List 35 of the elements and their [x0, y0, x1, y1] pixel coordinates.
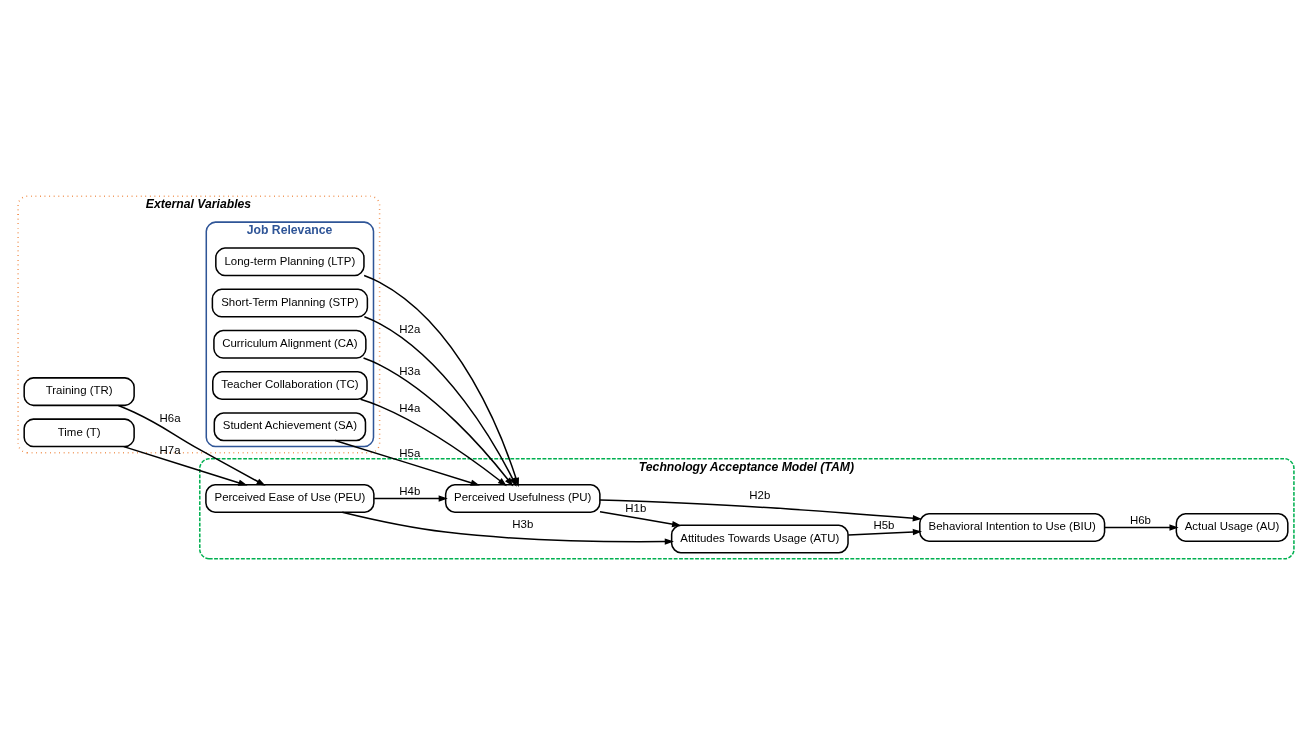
edge-label: H2b: [749, 488, 771, 501]
edge-label: H1b: [625, 501, 647, 514]
arrow: [362, 356, 514, 486]
edge-label: H3b: [512, 517, 534, 530]
edge-label: H5a: [399, 446, 421, 459]
node-box: Attitudes Towards Usage (ATU): [670, 523, 849, 553]
arrow: [341, 511, 674, 545]
node-box: Training (TR): [23, 376, 135, 406]
arrow: [373, 494, 448, 502]
edge-label: H7a: [159, 443, 181, 456]
node-box: Teacher Collaboration (TC): [212, 370, 368, 400]
arrow: [599, 498, 922, 521]
arrow: [1103, 523, 1179, 531]
edge-label: H5b: [873, 518, 895, 531]
arrow: [117, 404, 266, 486]
node-box: Time (T): [23, 417, 135, 447]
edge-label: H4b: [399, 484, 421, 497]
node-box: Perceived Usefulness (PU): [444, 483, 601, 513]
arrow: [599, 510, 682, 527]
edge-label: H2a: [399, 322, 421, 335]
arrow: [123, 445, 248, 486]
edge-label: H3a: [399, 364, 421, 377]
edge-label: H4a: [399, 401, 421, 414]
node-box: Short-Term Planning (STP): [211, 288, 369, 318]
edge-label: H6b: [1129, 513, 1151, 526]
edge-label: H6a: [159, 411, 181, 424]
node-box: Actual Usage (AU): [1175, 512, 1289, 542]
node-box: Long-term Planning (LTP): [215, 246, 365, 276]
node-box: Student Achievement (SA): [213, 411, 367, 441]
node-box: Curriculum Alignment (CA): [213, 329, 367, 359]
arrow: [847, 528, 923, 536]
node-box: Behavioral Intention to Use (BIU): [919, 512, 1106, 542]
node-box: Perceived Ease of Use (PEU): [205, 483, 375, 513]
arrow: [359, 398, 507, 486]
arrow: [334, 439, 480, 486]
